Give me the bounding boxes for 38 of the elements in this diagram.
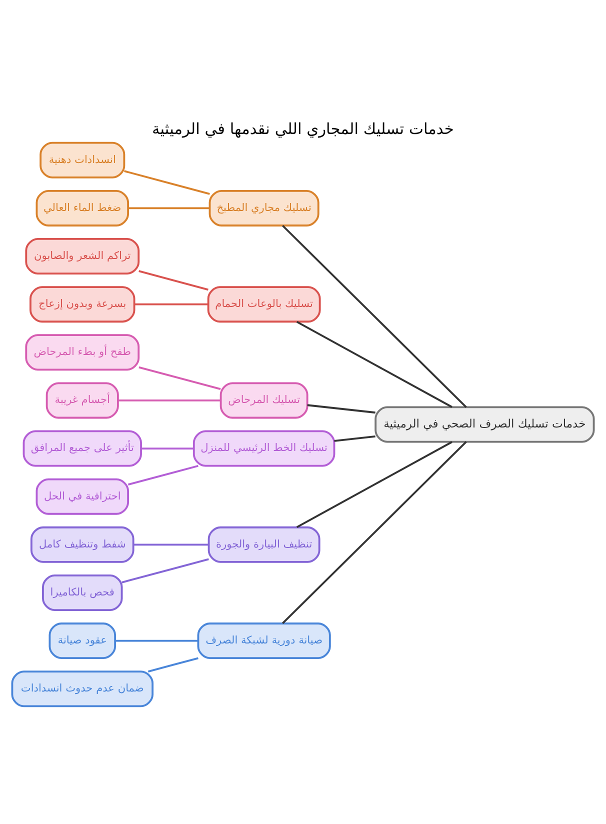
connector: [128, 207, 210, 210]
node-box: تسليك بالوعات الحمام: [207, 286, 321, 323]
node-box: تأثير على جميع المرافق: [22, 430, 142, 467]
node-box: شفط وتنظيف كامل: [30, 526, 134, 563]
connector: [334, 435, 376, 442]
connector: [307, 404, 376, 414]
node-box: احترافية في الحل: [36, 478, 129, 515]
node-box: تنظيف البيارة والجورة: [208, 526, 320, 563]
node-box: ضمان عدم حدوث انسدادات: [11, 670, 154, 708]
node-box: صيانة دورية لشبكة الصرف: [197, 622, 331, 660]
connector: [138, 270, 208, 291]
connector: [118, 400, 220, 402]
node-box: ضغط الماء العالي: [36, 190, 129, 226]
node-box: بسرعة وبدون إزعاج: [30, 286, 136, 323]
node-box: تراكم الشعر والصابون: [25, 238, 140, 275]
connector: [148, 657, 198, 672]
node-box: تسليك المرحاض: [220, 382, 308, 419]
connector: [128, 464, 198, 486]
connector: [122, 558, 209, 584]
connector: [124, 170, 210, 195]
node-box: عقود صيانة: [48, 622, 116, 660]
node-box: فحص بالكاميرا: [42, 574, 123, 611]
connector: [138, 366, 221, 390]
node-box: تسليك الخط الرئيسي للمنزل: [192, 430, 336, 467]
connector: [134, 303, 208, 306]
connector: [282, 441, 467, 624]
connector: [141, 448, 194, 450]
node-box: خدمات تسليك الصرف الصحي في الرميثية: [374, 406, 595, 443]
connector: [296, 441, 452, 528]
connector: [282, 224, 467, 408]
connector: [115, 640, 198, 642]
node-box: انسدادات دهنية: [40, 142, 126, 178]
diagram-title: خدمات تسليك المجاري اللي نقدمها في الرميثية: [152, 120, 454, 138]
connector: [134, 544, 209, 546]
connector: [296, 320, 452, 408]
node-box: طفح أو بطء المرحاض: [25, 334, 140, 371]
node-box: أجسام غريبة: [46, 382, 119, 419]
node-box: تسليك مجاري المطبخ: [208, 190, 320, 226]
